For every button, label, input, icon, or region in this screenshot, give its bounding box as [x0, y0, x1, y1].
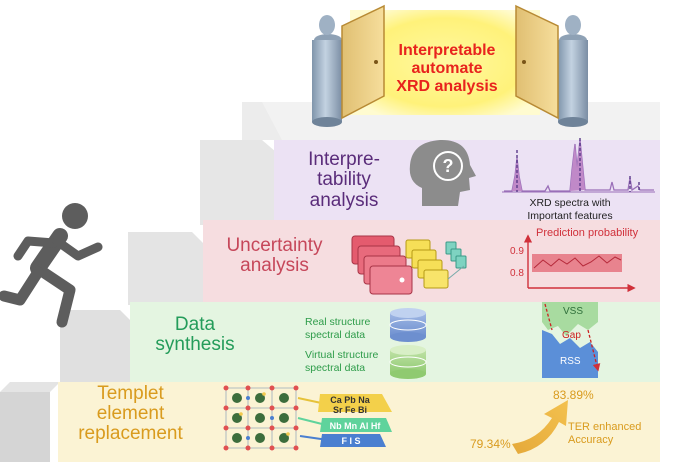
- step-templet-line1: Templet: [97, 383, 164, 404]
- head-question-icon: ?: [409, 139, 476, 206]
- step-uncertainty-label: Uncertainty analysis: [212, 236, 337, 276]
- vss-label: VSS: [563, 306, 584, 317]
- xrd-caption-line2: Important features: [527, 209, 613, 222]
- step-interpretability-line2: tability: [317, 169, 371, 191]
- xrd-spectrum: [502, 138, 655, 193]
- step-interpretability-line3: analysis: [309, 189, 379, 211]
- goal-title-line3: XRD analysis: [396, 77, 498, 95]
- real-structure-label: Real structure spectral data: [305, 316, 395, 341]
- step-uncertainty-line1: Uncertainty: [226, 235, 323, 256]
- goal-title-line2: automate: [411, 59, 483, 77]
- virtual-structure-line1: Virtual structure: [305, 349, 379, 361]
- step-data-synthesis-label: Data synthesis: [140, 315, 250, 355]
- ter-accuracy-line2: Accuracy: [568, 434, 614, 447]
- step-data-synthesis-line1: Data: [174, 314, 216, 335]
- gap-label: Gap: [562, 330, 581, 341]
- step-interpretability-line1: Interpre-: [308, 149, 380, 170]
- prediction-probability-chart: [523, 234, 636, 293]
- vss-rss-gap-graphic: [542, 302, 601, 378]
- element-plate-blue-label: F I S: [341, 436, 361, 446]
- accuracy-low-value: 79.34%: [470, 437, 511, 451]
- crystal-lattice-icon: [223, 385, 299, 451]
- real-structure-line1: Real structure: [305, 316, 371, 328]
- model-ensemble-icon: [351, 235, 467, 295]
- step-uncertainty-line2: analysis: [240, 254, 309, 276]
- step-templet-line3: replacement: [78, 422, 183, 444]
- step-interpretability-label: Interpre- tability analysis: [284, 149, 404, 211]
- running-person-icon: [0, 203, 103, 328]
- goal-title: Interpretable automate XRD analysis: [372, 42, 522, 96]
- xrd-caption-line1: XRD spectra with: [529, 197, 611, 209]
- ter-accuracy-line1: TER enhanced: [568, 421, 642, 433]
- accuracy-high-value: 83.89%: [553, 388, 594, 402]
- element-plate-green-label: Nb Mn Al Hf: [329, 421, 381, 431]
- virtual-structure-line2: spectral data: [305, 361, 366, 374]
- prediction-tick-low: 0.8: [510, 268, 524, 279]
- rss-label: RSS: [560, 356, 581, 367]
- virtual-data-disk-icon: [389, 345, 427, 379]
- xrd-caption: XRD spectra with Important features: [500, 197, 640, 222]
- prediction-probability-title: Prediction probability: [536, 227, 639, 239]
- gate: [312, 4, 588, 127]
- virtual-structure-label: Virtual structure spectral data: [305, 349, 400, 374]
- accuracy-arrow-icon: [512, 400, 568, 454]
- element-plate-line1: Ca Pb Na: [330, 395, 370, 405]
- prediction-tick-high: 0.9: [510, 246, 524, 257]
- element-plate-yellow-label: Ca Pb Na Sr Fe Bi: [318, 395, 382, 416]
- step-templet-line2: element: [96, 402, 165, 424]
- svg-text:?: ?: [443, 156, 454, 176]
- element-plate-line2: Sr Fe Bi: [332, 405, 367, 416]
- step-data-synthesis-line2: synthesis: [155, 333, 235, 355]
- step-templet-label: Templet element replacement: [68, 384, 193, 444]
- real-structure-line2: spectral data: [305, 328, 366, 341]
- ter-accuracy-label: TER enhanced Accuracy: [568, 421, 658, 447]
- goal-title-line1: Interpretable: [398, 42, 496, 59]
- element-plates: [297, 394, 392, 447]
- real-data-disk-icon: [389, 308, 427, 342]
